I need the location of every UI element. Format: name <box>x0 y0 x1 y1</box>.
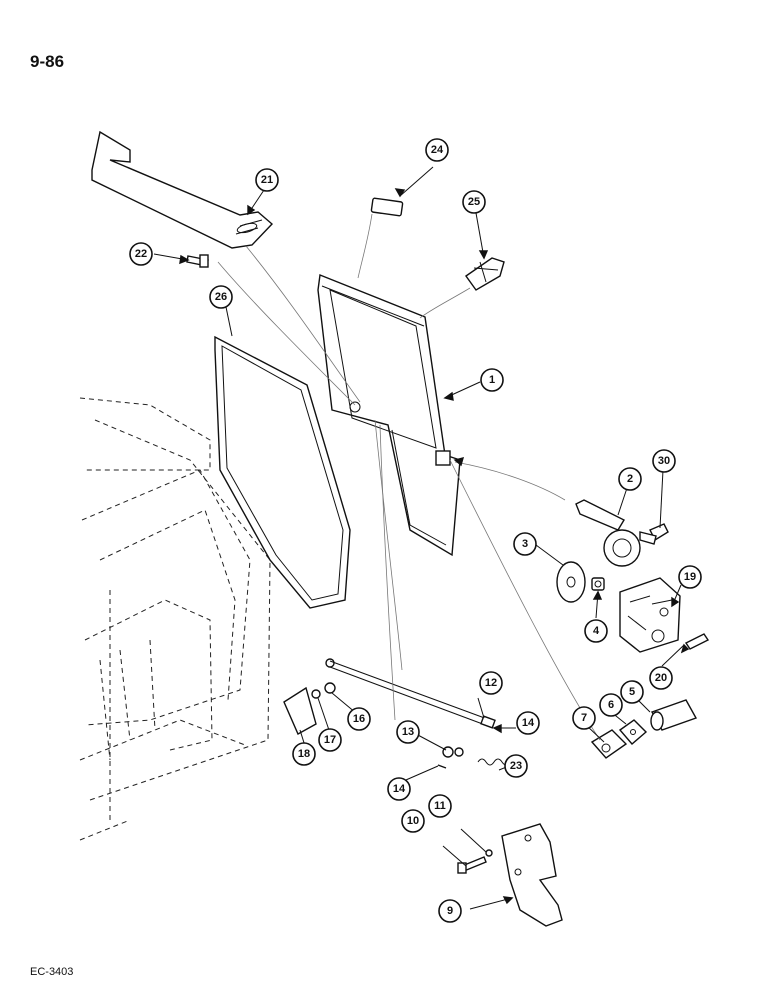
svg-text:11: 11 <box>434 800 446 812</box>
callout-14-right: 14 <box>516 711 540 735</box>
svg-text:23: 23 <box>510 760 522 772</box>
svg-text:22: 22 <box>135 248 147 260</box>
page-number: 9-86 <box>30 52 65 71</box>
callout-21: 21 <box>255 168 279 192</box>
callout-5: 5 <box>620 680 644 704</box>
callout-9: 9 <box>438 899 462 923</box>
door-pad <box>370 197 404 217</box>
svg-text:20: 20 <box>655 672 667 684</box>
document-code: EC-3403 <box>30 966 74 978</box>
svg-text:10: 10 <box>407 815 419 827</box>
callout-14-left: 14 <box>387 777 411 801</box>
callout-6: 6 <box>599 693 623 717</box>
svg-text:2: 2 <box>627 473 633 485</box>
svg-text:13: 13 <box>402 726 414 738</box>
svg-text:4: 4 <box>593 625 600 637</box>
svg-text:6: 6 <box>608 699 614 711</box>
callout-13: 13 <box>396 720 420 744</box>
svg-text:25: 25 <box>468 196 480 208</box>
svg-text:1: 1 <box>489 374 495 386</box>
latch-screw <box>684 633 710 650</box>
latch-rod <box>325 658 496 729</box>
mounting-bracket <box>501 823 563 927</box>
striker <box>590 729 628 759</box>
svg-text:21: 21 <box>261 174 273 186</box>
callout-30: 30 <box>652 449 676 473</box>
grab-handle <box>91 130 274 249</box>
bolt-washer <box>485 849 493 857</box>
cotter-pin <box>437 764 447 769</box>
svg-text:19: 19 <box>684 571 696 583</box>
washer-plate <box>556 561 586 603</box>
svg-text:18: 18 <box>298 748 310 760</box>
svg-text:30: 30 <box>658 455 670 467</box>
lock-key <box>639 523 669 545</box>
door-latch <box>619 577 681 653</box>
svg-text:7: 7 <box>581 712 587 724</box>
leader-lines <box>153 166 685 910</box>
svg-text:26: 26 <box>215 291 227 303</box>
svg-text:16: 16 <box>353 713 365 725</box>
svg-text:5: 5 <box>629 686 635 698</box>
callout-25: 25 <box>462 190 486 214</box>
striker-plate <box>618 719 648 745</box>
callout-7: 7 <box>572 706 596 730</box>
callout-16: 16 <box>347 707 371 731</box>
callout-11: 11 <box>428 794 452 818</box>
callout-10: 10 <box>401 809 425 833</box>
callout-20: 20 <box>649 666 673 690</box>
svg-text:9: 9 <box>447 905 453 917</box>
callout-12: 12 <box>479 671 503 695</box>
svg-text:14: 14 <box>393 783 406 795</box>
knob-washers <box>311 682 336 699</box>
callout-24: 24 <box>425 138 449 162</box>
hex-nut <box>591 577 605 591</box>
cab-frame-outline <box>79 397 271 841</box>
door-seal <box>214 335 351 609</box>
bracket-bolt <box>457 856 487 874</box>
callout-2: 2 <box>618 467 642 491</box>
svg-text:24: 24 <box>431 144 444 156</box>
callout-1: 1 <box>480 368 504 392</box>
svg-text:17: 17 <box>324 734 336 746</box>
svg-text:12: 12 <box>485 677 497 689</box>
rod-washers <box>442 746 464 758</box>
callout-19: 19 <box>678 565 702 589</box>
window-clip <box>465 257 505 291</box>
callout-26: 26 <box>209 285 233 309</box>
callout-18: 18 <box>292 742 316 766</box>
callout-17: 17 <box>318 728 342 752</box>
knob <box>283 686 317 735</box>
callout-23: 23 <box>504 754 528 778</box>
svg-text:14: 14 <box>522 717 535 729</box>
callout-22: 22 <box>129 242 153 266</box>
callout-4: 4 <box>584 619 608 643</box>
latch-handle <box>575 499 641 567</box>
handle-screw <box>186 254 209 268</box>
svg-text:3: 3 <box>522 538 528 550</box>
striker-sleeve <box>650 699 698 731</box>
door-frame <box>317 274 461 557</box>
callout-3: 3 <box>513 532 537 556</box>
